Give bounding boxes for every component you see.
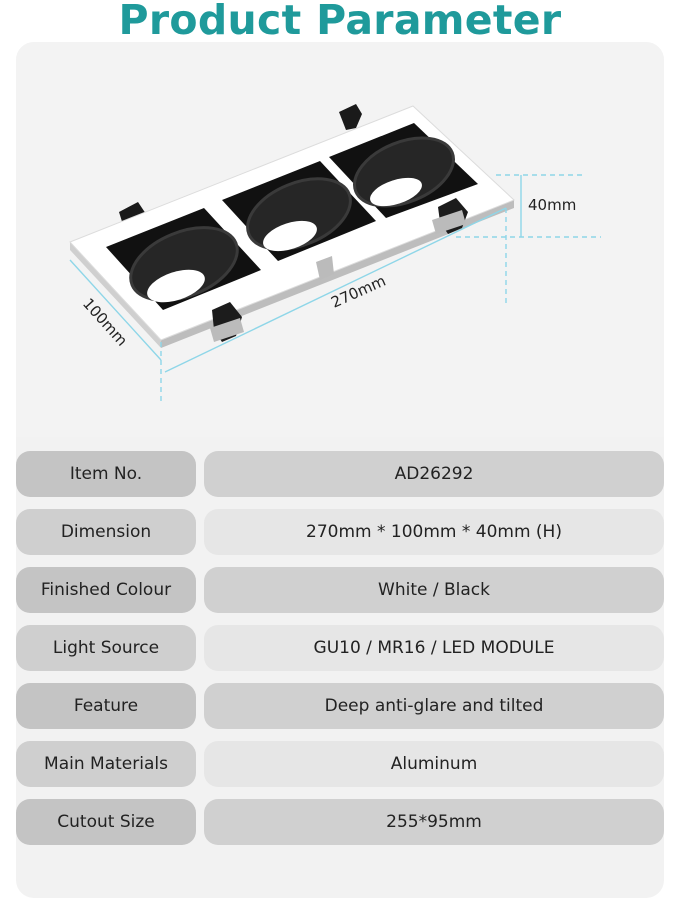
param-label: Feature — [16, 683, 196, 729]
param-value: AD26292 — [204, 451, 664, 497]
param-value: 255*95mm — [204, 799, 664, 845]
param-value: Aluminum — [204, 741, 664, 787]
param-row-item-no: Item No. AD26292 — [16, 451, 664, 497]
param-label: Light Source — [16, 625, 196, 671]
param-row-light-source: Light Source GU10 / MR16 / LED MODULE — [16, 625, 664, 671]
param-row-cutout-size: Cutout Size 255*95mm — [16, 799, 664, 845]
param-label: Cutout Size — [16, 799, 196, 845]
param-row-feature: Feature Deep anti-glare and tilted — [16, 683, 664, 729]
height-dimension-label: 40mm — [528, 196, 576, 214]
param-label: Dimension — [16, 509, 196, 555]
spring-clip-icon — [339, 104, 362, 130]
param-row-dimension: Dimension 270mm * 100mm * 40mm (H) — [16, 509, 664, 555]
param-value: GU10 / MR16 / LED MODULE — [204, 625, 664, 671]
page-title: Product Parameter — [118, 0, 562, 44]
param-value: Deep anti-glare and tilted — [204, 683, 664, 729]
param-value: 270mm * 100mm * 40mm (H) — [204, 509, 664, 555]
param-row-finished-colour: Finished Colour White / Black — [16, 567, 664, 613]
product-image-area: 40mm 270mm 100mm — [16, 42, 664, 437]
param-value: White / Black — [204, 567, 664, 613]
param-label: Finished Colour — [16, 567, 196, 613]
product-card: 40mm 270mm 100mm Item No. AD26292 Dimens… — [16, 42, 664, 898]
param-label: Item No. — [16, 451, 196, 497]
dimension-lines — [69, 174, 601, 402]
param-label: Main Materials — [16, 741, 196, 787]
product-diagram: 40mm 270mm 100mm — [69, 104, 601, 402]
param-row-main-materials: Main Materials Aluminum — [16, 741, 664, 787]
